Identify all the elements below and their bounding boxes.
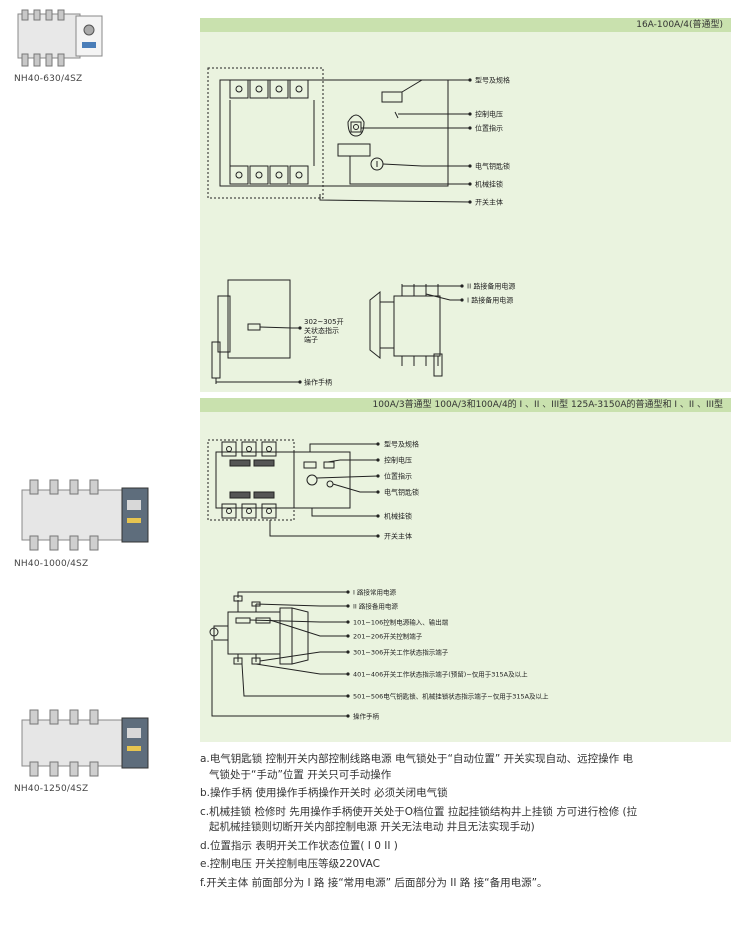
label-terminals-201-206: 201~206开关控制端子: [353, 632, 423, 641]
label-switch-body: 开关主体: [384, 532, 412, 541]
label-terminals-101-106: 101~106控制电源输入、输出端: [353, 618, 449, 627]
note-c-line1: c.机械挂锁 检修时 先用操作手柄使开关处于O档位置 拉起挂锁结构井上挂锁 方可…: [200, 805, 638, 818]
section2-header: 100A/3普通型 100A/3和100A/4的 I 、II 、III型 125…: [200, 398, 731, 412]
note-a: a.电气钥匙锁 控制开关内部控制线路电源 电气锁处于“自动位置” 开关实现自动、…: [200, 752, 735, 783]
notes-list: a.电气钥匙锁 控制开关内部控制线路电源 电气锁处于“自动位置” 开关实现自动、…: [200, 752, 735, 894]
product-model-label: NH40-630/4SZ: [14, 74, 83, 84]
label-circuit-1-backup: I 路接备用电源: [467, 296, 513, 305]
label-electric-key-lock: 电气钥匙锁: [384, 488, 419, 497]
label-circuit-2-backup: II 路接备用电源: [353, 602, 398, 611]
note-a-line2: 气锁处于“手动”位置 开关只可手动操作: [209, 768, 392, 781]
section1-header: 16A-100A/4(普通型): [200, 18, 731, 32]
label-terminals-501-506: 501~506电气钥匙锁、机械挂锁状态指示端子~仅用于315A及以上: [353, 692, 549, 701]
section2-diagram: 型号及规格 控制电压 位置指示 电气钥匙锁 机械挂锁 开关主体 I 路接常用电源…: [207, 439, 549, 721]
label-terminals-301-306: 301~306开关工作状态指示端子: [353, 648, 449, 657]
label-switch-body: 开关主体: [475, 198, 503, 207]
note-c: c.机械挂锁 检修时 先用操作手柄使开关处于O档位置 拉起挂锁结构井上挂锁 方可…: [200, 805, 735, 836]
label-circuit-1-normal: I 路接常用电源: [353, 588, 396, 597]
section2-panel: 型号及规格 控制电压 位置指示 电气钥匙锁 机械挂锁 开关主体 I 路接常用电源…: [200, 412, 731, 742]
label-circuit-2-backup: II 路接备用电源: [467, 282, 515, 291]
label-position-indicator: 位置指示: [475, 124, 503, 133]
switch-1250-photo-icon: [21, 709, 149, 777]
note-a-line1: a.电气钥匙锁 控制开关内部控制线路电源 电气锁处于“自动位置” 开关实现自动、…: [200, 753, 634, 765]
label-terminal-302-line3: 端子: [304, 335, 318, 344]
label-model-spec: 型号及规格: [475, 76, 510, 85]
label-terminal-302-line2: 关状态指示: [304, 326, 339, 335]
product-model-label: NH40-1000/4SZ: [14, 559, 89, 569]
label-terminals-401-406: 401~406开关工作状态指示端子(预留)~仅用于315A及以上: [353, 670, 528, 679]
section1-panel: 型号及规格 控制电压 位置指示 电气钥匙锁 机械挂锁 开关主体 II 路接备用电…: [200, 32, 731, 392]
label-control-voltage: 控制电压: [475, 110, 503, 119]
switch-1000-photo-icon: [21, 479, 149, 551]
note-e: e.控制电压 开关控制电压等级220VAC: [200, 858, 381, 870]
label-position-indicator: 位置指示: [384, 472, 412, 481]
note-c-line2: 起机械挂锁则切断开关内部控制电源 开关无法电动 井且无法实现手动): [209, 821, 535, 833]
label-model-spec: 型号及规格: [384, 440, 419, 449]
label-control-voltage: 控制电压: [384, 456, 412, 465]
label-electric-key-lock: 电气钥匙锁: [475, 162, 510, 171]
product-model-label: NH40-1250/4SZ: [14, 784, 89, 794]
label-terminal-302-line1: 302~305开: [304, 318, 344, 326]
product-1000: NH40-1000/4SZ: [14, 478, 184, 569]
label-operating-handle: 操作手柄: [353, 712, 380, 721]
note-b: b.操作手柄 使用操作手柄操作开关时 必须关闭电气锁: [200, 787, 448, 799]
product-1250: NH40-1250/4SZ: [14, 708, 184, 794]
label-mechanical-padlock: 机械挂锁: [384, 512, 412, 521]
note-d: d.位置指示 表明开关工作状态位置( I 0 II ): [200, 839, 398, 852]
note-f: f.开关主体 前面部分为 I 路 接“常用电源” 后面部分为 II 路 接“备用…: [200, 876, 548, 889]
label-mechanical-padlock: 机械挂锁: [475, 180, 503, 189]
switch-630-photo-icon: [17, 9, 103, 67]
section1-diagram: 型号及规格 控制电压 位置指示 电气钥匙锁 机械挂锁 开关主体 II 路接备用电…: [207, 67, 515, 387]
label-operating-handle: 操作手柄: [304, 378, 332, 387]
product-630: NH40-630/4SZ: [14, 8, 184, 84]
